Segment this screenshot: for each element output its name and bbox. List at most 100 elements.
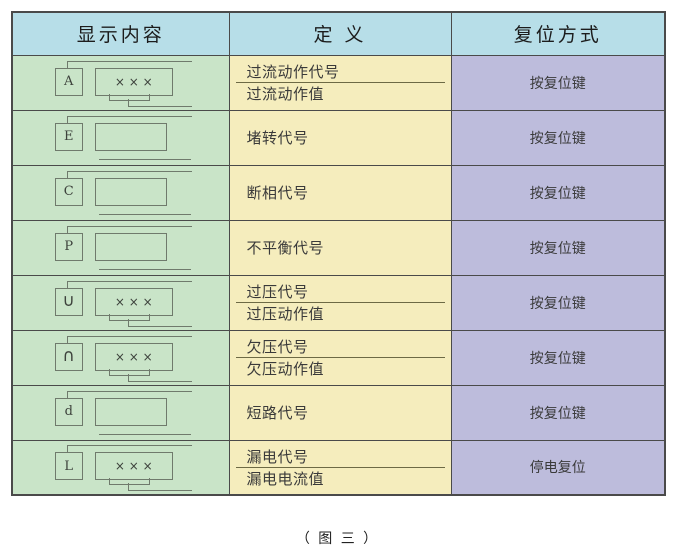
definition-cell: 过压代号过压动作值: [228, 274, 452, 331]
leader-line-top-icon: [66, 390, 192, 400]
display-content-cell: ∩ × × ×: [11, 329, 230, 386]
led-display-icon: P: [41, 224, 201, 272]
table-row: A× × ×过流动作代号过流动作值按复位键: [11, 54, 666, 111]
definition-lines: 过压代号过压动作值: [230, 281, 451, 324]
reset-method-cell: 按复位键: [450, 164, 666, 221]
definition-line: 短路代号: [246, 404, 309, 422]
value-digits-box: × × ×: [94, 452, 173, 481]
definition-line: 断相代号: [246, 184, 309, 202]
column-header-definition: 定 义: [228, 11, 452, 56]
reset-method-cell: 停电复位: [450, 439, 666, 496]
table-row: L× × ×漏电代号漏电电流值停电复位: [11, 439, 666, 496]
leader-line-top-icon: [66, 280, 192, 290]
definition-lines: 断相代号: [230, 182, 451, 203]
value-digits-box: × × ×: [94, 342, 173, 371]
definition-line: 漏电代号: [235, 446, 445, 468]
leader-line-bottom-icon: [108, 93, 130, 101]
definition-line: 堵转代号: [246, 129, 309, 147]
leader-line-top-icon: [66, 225, 192, 235]
code-character-box: d: [54, 397, 83, 426]
table-row: ∪× × ×过压代号过压动作值按复位键: [11, 274, 666, 331]
leader-line-top-icon: [66, 445, 192, 455]
code-character-box: P: [54, 232, 83, 261]
leader-line-bottom-icon: [128, 368, 150, 376]
reset-method-cell: 按复位键: [450, 54, 666, 111]
table-row: C 断相代号 按复位键: [11, 164, 666, 221]
led-display-icon: A× × ×: [41, 59, 201, 107]
led-display-icon: d: [41, 389, 201, 437]
table-row: d 短路代号 按复位键: [11, 384, 666, 441]
table-row: ∩× × ×欠压代号欠压动作值按复位键: [11, 329, 666, 386]
leader-line-bottom-icon: [108, 368, 130, 376]
definition-line: 欠压动作值: [246, 360, 325, 378]
display-content-cell: C: [11, 164, 230, 221]
definition-lines: 过流动作代号过流动作值: [230, 61, 451, 104]
leader-line-bottom-icon: [98, 152, 191, 160]
display-content-cell: d: [11, 384, 230, 441]
leader-line-top-icon: [66, 335, 192, 345]
led-display-icon: ∩ × × ×: [41, 334, 201, 382]
definition-cell: 欠压代号欠压动作值: [228, 329, 452, 386]
leader-line-bottom-icon: [98, 262, 191, 270]
code-character-box: ∪: [54, 287, 83, 316]
definition-cell: 堵转代号: [228, 109, 452, 166]
leader-line-bottom-icon: [98, 207, 191, 215]
definition-cell: 断相代号: [228, 164, 452, 221]
definition-line: 过流动作值: [246, 85, 325, 103]
display-content-cell: E: [11, 109, 230, 166]
definition-lines: 堵转代号: [230, 127, 451, 148]
leader-line-top-icon: [66, 60, 192, 70]
led-display-icon: L × × ×: [41, 443, 201, 492]
code-character-box: L: [54, 452, 83, 481]
definition-lines: 短路代号: [230, 402, 451, 423]
definition-lines: 不平衡代号: [230, 237, 451, 258]
display-content-cell: A× × ×: [11, 54, 230, 111]
definition-cell: 漏电代号漏电电流值: [228, 439, 452, 496]
definition-lines: 欠压代号欠压动作值: [230, 336, 451, 379]
leader-line-bottom-icon: [127, 318, 192, 327]
figure-caption: （ 图 三 ）: [295, 531, 380, 547]
table-row: E 堵转代号 按复位键: [11, 109, 666, 166]
value-digits-box: [94, 122, 167, 151]
leader-line-bottom-icon: [128, 478, 150, 486]
code-character-box: C: [54, 177, 83, 206]
value-digits-box: [94, 397, 167, 426]
definition-line: 过流动作代号: [235, 61, 445, 83]
leader-line-bottom-icon: [127, 483, 192, 492]
leader-line-bottom-icon: [127, 373, 192, 382]
definition-line: 过压动作值: [246, 305, 325, 323]
leader-line-bottom-icon: [127, 98, 192, 107]
definition-cell: 不平衡代号: [228, 219, 452, 276]
leader-line-bottom-icon: [128, 93, 150, 101]
value-digits-box: × × ×: [94, 67, 173, 96]
definition-line: 过压代号: [235, 281, 445, 303]
definition-cell: 短路代号: [228, 384, 452, 441]
definition-line: 漏电电流值: [246, 469, 325, 488]
leader-line-bottom-icon: [108, 313, 130, 321]
code-character-box: E: [54, 122, 83, 151]
value-digits-box: × × ×: [94, 287, 173, 316]
value-digits-box: [94, 177, 167, 206]
display-content-cell: ∪ × × ×: [11, 274, 230, 331]
reset-method-cell: 按复位键: [450, 109, 666, 166]
display-content-cell: P: [11, 219, 230, 276]
leader-line-bottom-icon: [98, 427, 191, 435]
definition-cell: 过流动作代号过流动作值: [228, 54, 452, 111]
value-digits-box: [94, 232, 167, 261]
column-header-reset-method: 复位方式: [450, 11, 666, 56]
led-display-icon: E: [41, 114, 201, 162]
code-character-box: ∩: [54, 342, 83, 371]
leader-line-top-icon: [66, 170, 192, 180]
leader-line-bottom-icon: [128, 313, 150, 321]
reset-method-cell: 按复位键: [450, 384, 666, 441]
column-header-display-content: 显示内容: [11, 11, 230, 56]
display-content-cell: L × × ×: [11, 439, 230, 496]
definition-line: 欠压代号: [235, 336, 445, 358]
leader-line-bottom-icon: [108, 478, 130, 486]
reset-method-cell: 按复位键: [450, 274, 666, 331]
reset-method-cell: 按复位键: [450, 329, 666, 386]
